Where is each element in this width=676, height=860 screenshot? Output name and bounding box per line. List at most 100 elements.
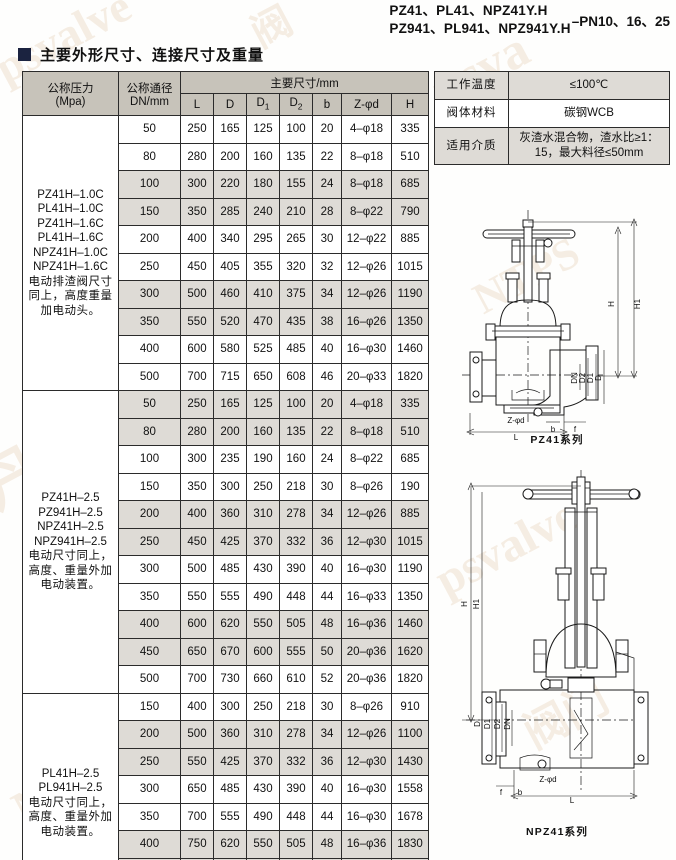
main-table-head: 公称压力 (Mpa) 公称通径 DN/mm 主要尺寸/mm L D D1 D2 … — [22, 71, 430, 116]
label-L: L — [570, 796, 575, 805]
group-note: 电动尺寸同上，高度、重量外加电动装置。 — [28, 550, 113, 591]
pz41-geometry — [462, 210, 603, 422]
label-D: D — [594, 375, 603, 381]
cell-L: 350 — [180, 472, 214, 501]
cell-b: 36 — [312, 527, 342, 556]
cell-D1: 160 — [246, 142, 280, 171]
info-value: ≤100℃ — [508, 71, 670, 100]
cell-L: 750 — [180, 830, 214, 859]
cell-b: 24 — [312, 170, 342, 199]
cell-H: 1820 — [390, 665, 430, 694]
label-L: L — [514, 433, 519, 442]
cell-b: 20 — [312, 390, 342, 419]
cell-dn: 200 — [118, 500, 181, 529]
label-H1: H1 — [472, 598, 481, 609]
cell-D1: 525 — [246, 335, 280, 364]
cell-dn: 100 — [118, 170, 181, 199]
cell-D: 405 — [213, 252, 247, 281]
cell-L: 700 — [180, 802, 214, 831]
info-value: 碳钢WCB — [508, 99, 670, 128]
group-note: 电动尺寸同上，高度、重量外加电动装置。 — [28, 796, 113, 838]
group-note: 电动排渣阀尺寸同上，高度重量加电动头。 — [28, 275, 113, 317]
cell-D2: 100 — [279, 115, 313, 144]
cell-L: 600 — [180, 335, 214, 364]
cell-D: 300 — [213, 472, 247, 501]
cell-D1: 310 — [246, 720, 280, 749]
cell-L: 350 — [180, 197, 214, 226]
model-code: PL41H–1.0C — [37, 203, 104, 216]
cell-D1: 430 — [246, 775, 280, 804]
cell-L: 600 — [180, 610, 214, 639]
cell-dn: 100 — [118, 445, 181, 474]
label-D: D — [473, 721, 482, 727]
cell-dn: 250 — [118, 747, 181, 776]
cell-H: 335 — [390, 115, 430, 144]
cell-D2: 505 — [279, 830, 313, 859]
model-code: PL941H–2.5 — [38, 782, 103, 795]
cell-H: 1015 — [390, 527, 430, 556]
cell-H: 1460 — [390, 335, 430, 364]
th-diameter-l1: 公称通径 — [126, 82, 173, 95]
label-Zd: Z-φd — [507, 416, 524, 425]
cell-b: 32 — [312, 252, 342, 281]
cell-Zd: 8–φ22 — [341, 197, 392, 226]
cell-b: 40 — [312, 555, 342, 584]
model-code: PL41H–2.5 — [41, 767, 100, 780]
cell-dn: 350 — [118, 802, 181, 831]
model-code: PL41H–1.6C — [37, 232, 104, 245]
cell-Zd: 4–φ18 — [341, 115, 392, 144]
cell-H: 1990 — [390, 857, 430, 860]
cell-D2: 390 — [279, 775, 313, 804]
cell-L: 500 — [180, 720, 214, 749]
th-col-b: b — [312, 93, 342, 116]
cell-dn: 300 — [118, 775, 181, 804]
cell-L: 550 — [180, 582, 214, 611]
pz41-svg: H H1 DN D2 D1 D L b f Z-φd — [462, 210, 642, 442]
cell-Zd: 16–φ30 — [341, 335, 392, 364]
cell-H: 1350 — [390, 307, 430, 336]
cell-b: 40 — [312, 775, 342, 804]
cell-b: 38 — [312, 307, 342, 336]
cell-D2: 100 — [279, 390, 313, 419]
cell-dn: 500 — [118, 665, 181, 694]
cell-D: 220 — [213, 170, 247, 199]
cell-D: 555 — [213, 582, 247, 611]
cell-b: 34 — [312, 500, 342, 529]
cell-b: 34 — [312, 720, 342, 749]
cell-Zd: 8–φ18 — [341, 170, 392, 199]
info-row: 阀体材料碳钢WCB — [434, 99, 670, 128]
cell-D2: 160 — [279, 445, 313, 474]
cell-dn: 200 — [118, 225, 181, 254]
label-b: b — [518, 788, 523, 797]
main-dimensions-table: 公称压力 (Mpa) 公称通径 DN/mm 主要尺寸/mm L D D1 D2 … — [22, 71, 430, 860]
cell-D2: 332 — [279, 747, 313, 776]
cell-Zd: 16–φ33 — [341, 582, 392, 611]
cell-b: 48 — [312, 610, 342, 639]
cell-L: 250 — [180, 390, 214, 419]
model-code: NPZ941H–2.5 — [34, 535, 107, 548]
cell-dn: 450 — [118, 637, 181, 666]
cell-D1: 470 — [246, 307, 280, 336]
cell-D: 485 — [213, 555, 247, 584]
model-code: PZ41H–1.6C — [37, 217, 104, 230]
cell-Zd: 20–φ33 — [341, 362, 392, 391]
th-diameter-l2: DN/mm — [130, 95, 169, 108]
cell-D: 555 — [213, 802, 247, 831]
cell-Zd: 4–φ18 — [341, 390, 392, 419]
info-key: 适用介质 — [434, 127, 509, 165]
th-nominal-pressure: 公称压力 (Mpa) — [22, 71, 119, 116]
label-H1: H1 — [633, 298, 642, 309]
cell-H: 510 — [390, 417, 430, 446]
cell-D: 580 — [213, 335, 247, 364]
cell-b: 52 — [312, 665, 342, 694]
cell-D2: 278 — [279, 500, 313, 529]
cell-D2: 435 — [279, 307, 313, 336]
cell-D: 165 — [213, 115, 247, 144]
